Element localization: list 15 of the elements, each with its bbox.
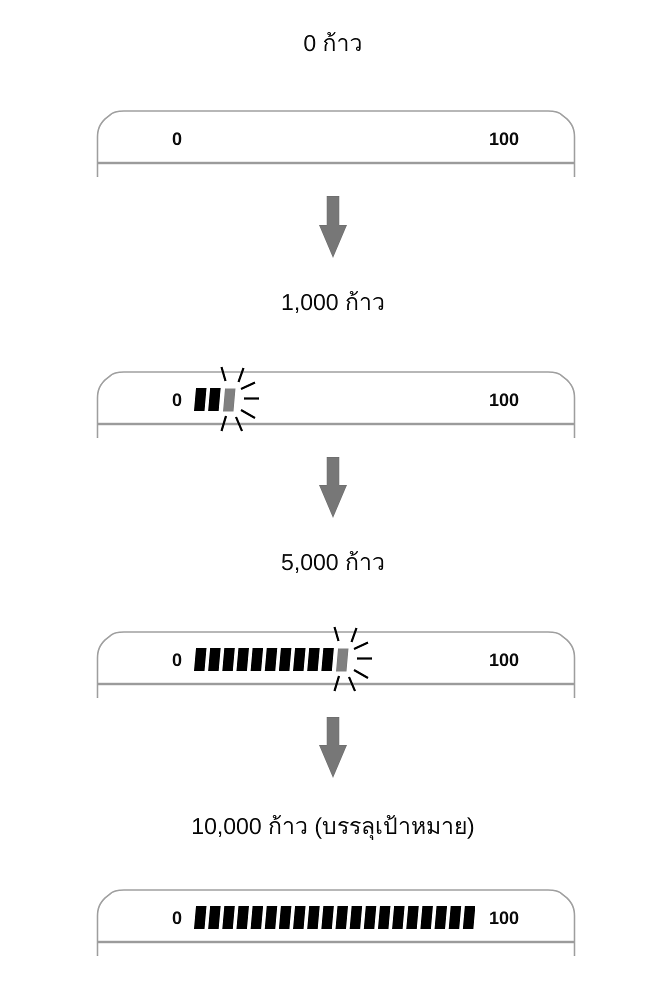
scale-max-label: 100	[489, 650, 520, 670]
scale-min-label: 0	[172, 129, 182, 149]
step-count-heading: 5,000 ก้าว	[281, 548, 385, 577]
step-count-heading: 1,000 ก้าว	[281, 288, 385, 317]
scale-min-label: 0	[172, 650, 182, 670]
down-arrow	[319, 717, 347, 778]
down-arrow	[319, 457, 347, 518]
scale-max-label: 100	[489, 908, 520, 928]
scale-min-label: 0	[172, 908, 182, 928]
scale-min-label: 0	[172, 390, 182, 410]
step-count-heading: 10,000 ก้าว (บรรลุเป้าหมาย)	[191, 812, 475, 841]
scale-max-label: 100	[489, 390, 520, 410]
step-count-heading: 0 ก้าว	[303, 29, 363, 58]
scale-max-label: 100	[489, 129, 520, 149]
down-arrow	[319, 196, 347, 258]
